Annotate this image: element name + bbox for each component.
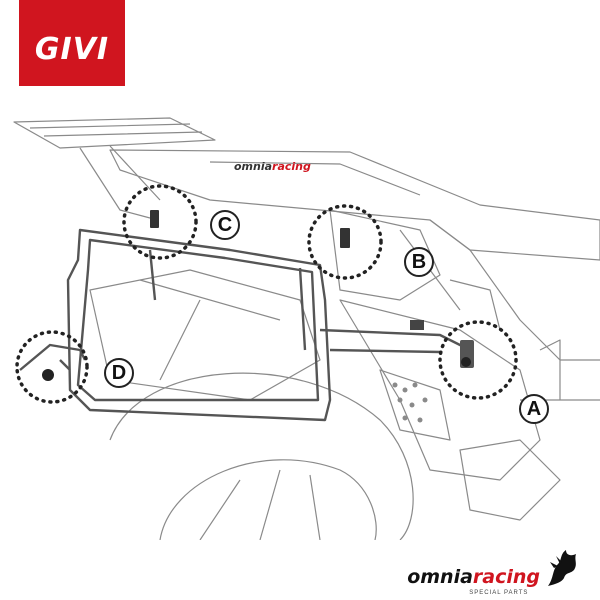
rear-wheel xyxy=(109,372,414,540)
detail-circle-a xyxy=(438,320,518,400)
footer-brand-omnia: omnia xyxy=(407,566,473,588)
footer-brand-racing: racing xyxy=(472,566,540,588)
footer-tagline: SPECIAL PARTS xyxy=(469,590,529,596)
callout-b: B xyxy=(404,247,434,277)
detail-circle-b xyxy=(307,204,383,280)
pannier-frame xyxy=(19,228,471,422)
givi-logo: GIVI xyxy=(19,0,125,86)
givi-logo-text: GIVI xyxy=(34,31,110,67)
callout-d: D xyxy=(104,358,134,388)
callout-a: A xyxy=(519,394,549,424)
seat-brand: omniaracing xyxy=(234,160,311,173)
detail-circle-d xyxy=(15,330,89,404)
omniaracing-logo: omniaracing SPECIAL PARTS xyxy=(407,548,580,596)
rear-rack xyxy=(13,117,216,149)
detail-circle-c xyxy=(122,184,198,260)
motorcycle-drawing xyxy=(13,117,600,540)
callout-c: C xyxy=(210,210,240,240)
griffin-icon xyxy=(548,550,576,586)
